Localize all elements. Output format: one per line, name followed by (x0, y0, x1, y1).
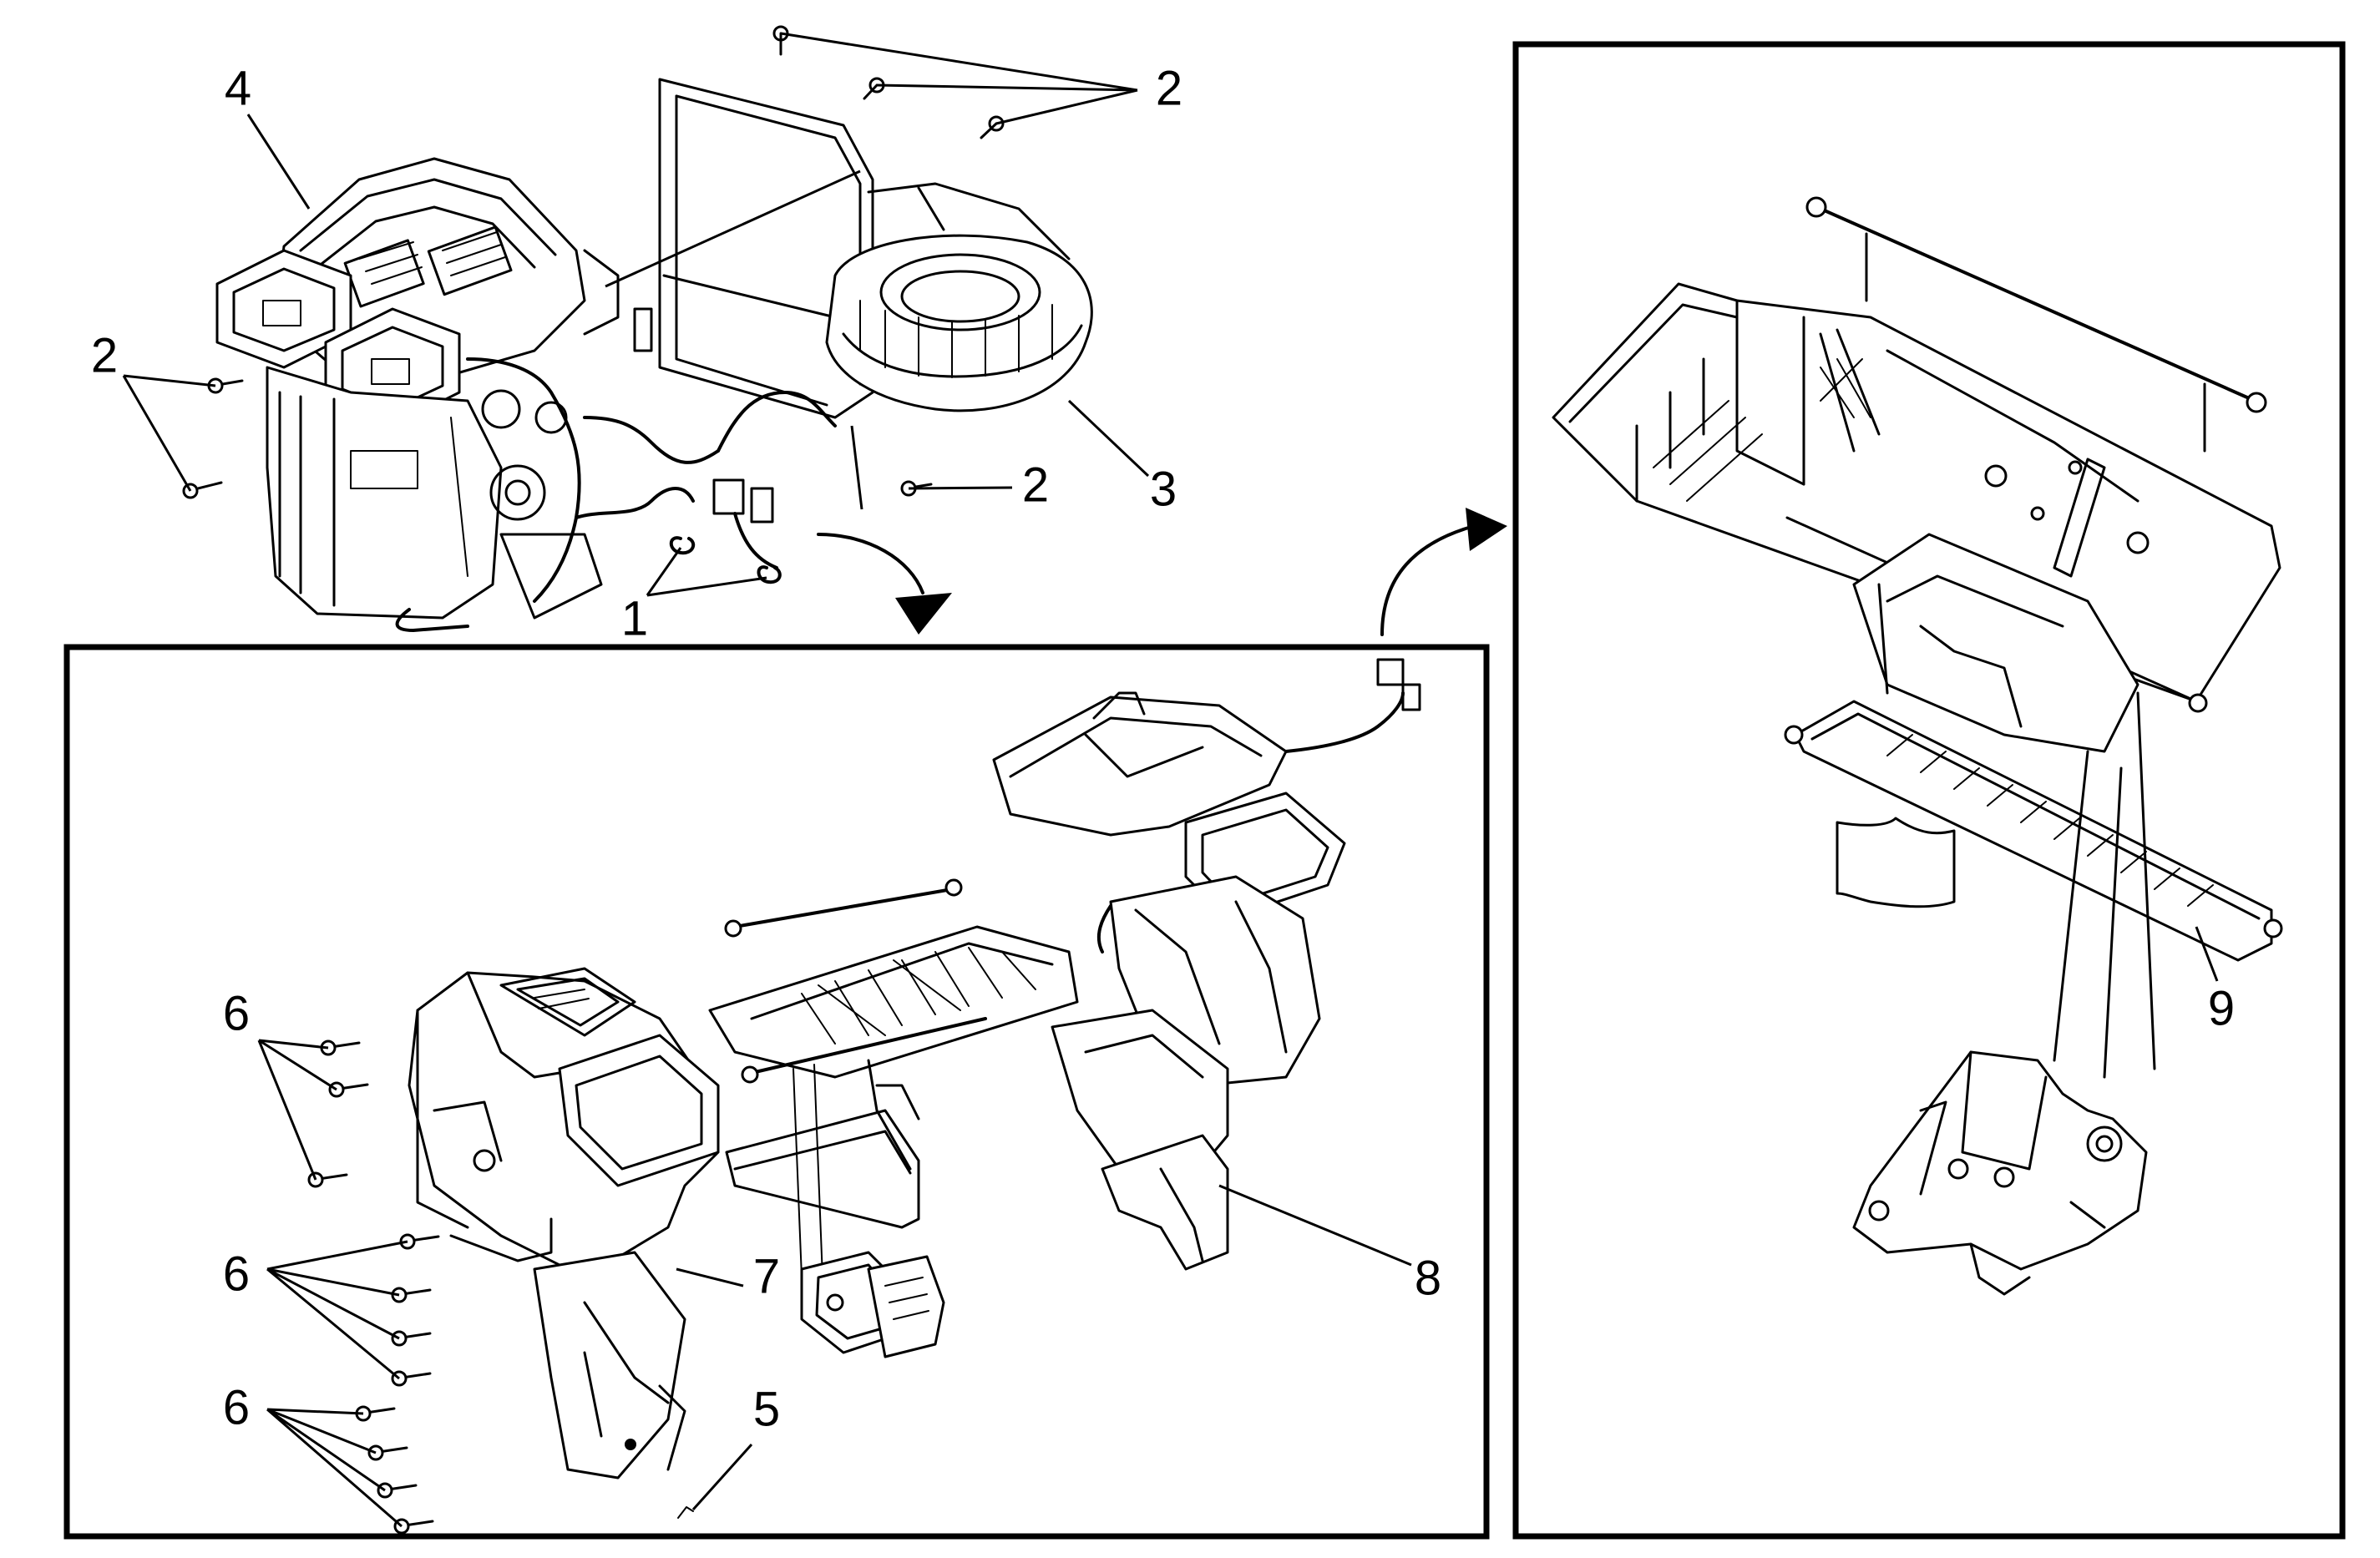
leader-lines (122, 32, 2219, 1528)
lower-case-right-section (992, 658, 1421, 1271)
temperature-door-assembly (708, 878, 1079, 1358)
callout-6-c: 6 (223, 1380, 250, 1434)
callout-2-top: 2 (1156, 61, 1182, 115)
retaining-clips (669, 536, 782, 584)
right-detail-frame (1512, 41, 2346, 1540)
callout-1: 1 (621, 591, 648, 645)
callout-9: 9 (2208, 981, 2235, 1035)
callout-7: 7 (753, 1249, 780, 1303)
blower-case-assembly (633, 78, 1093, 569)
screws-lower-left (307, 1040, 694, 1535)
callout-6-a: 6 (223, 986, 250, 1040)
lower-detail-frame (63, 644, 1490, 1540)
callout-5: 5 (753, 1382, 780, 1436)
callout-6-b: 6 (223, 1247, 250, 1301)
callout-8: 8 (1415, 1251, 1441, 1305)
lower-case-left-section (408, 967, 720, 1480)
transition-arrows (817, 508, 1507, 636)
callout-4: 4 (225, 61, 251, 115)
hvac-module-assembly (215, 157, 720, 632)
callout-3: 3 (1150, 462, 1177, 516)
callout-2-right: 2 (1022, 458, 1049, 512)
callout-2-left: 2 (91, 328, 118, 382)
door-detail-assembly (1552, 196, 2283, 1296)
